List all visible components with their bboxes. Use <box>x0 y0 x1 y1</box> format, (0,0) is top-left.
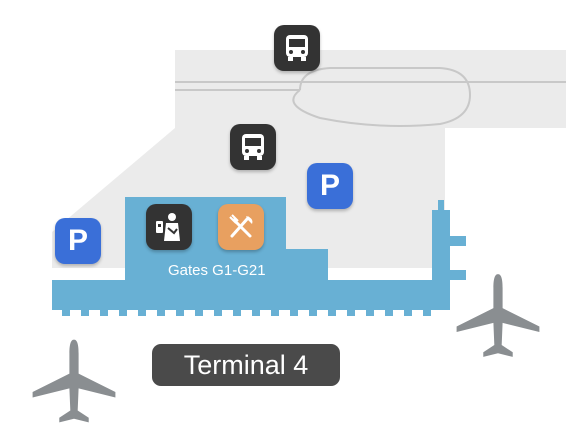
airplane-icon <box>456 274 540 357</box>
gate-finger <box>404 306 412 316</box>
gate-finger <box>62 306 70 316</box>
airplane-icon <box>32 339 116 423</box>
terminal-building <box>52 197 466 310</box>
gates-label: Gates G1-G21 <box>168 262 266 279</box>
gate-finger <box>252 306 260 316</box>
gate-finger <box>385 306 393 316</box>
gate-finger <box>176 306 184 316</box>
parking-icon: P <box>319 169 340 202</box>
terminal-name-label: Terminal 4 <box>152 344 340 386</box>
gate-finger <box>423 306 431 316</box>
bus-stop-south[interactable] <box>230 124 276 170</box>
parking-west[interactable]: P <box>55 218 101 264</box>
gate-finger <box>366 306 374 316</box>
security-checkpoint[interactable] <box>146 204 192 250</box>
gate-finger <box>195 306 203 316</box>
gate-finger <box>138 306 146 316</box>
gate-finger <box>157 306 165 316</box>
bus-stop-north[interactable] <box>274 25 320 71</box>
terminal-name: Terminal 4 <box>183 349 309 380</box>
gate-finger <box>100 306 108 316</box>
gate-fingers <box>62 306 431 316</box>
restaurant-icon <box>229 214 253 238</box>
security-checkpoint-icon <box>156 213 180 241</box>
restaurant[interactable] <box>218 204 264 250</box>
parking-icon: P <box>67 224 88 257</box>
road <box>175 67 566 127</box>
gate-finger <box>233 306 241 316</box>
bus-icon <box>286 35 308 61</box>
gate-finger <box>347 306 355 316</box>
gate-finger <box>214 306 222 316</box>
parking-east[interactable]: P <box>307 163 353 209</box>
gate-finger <box>328 306 336 316</box>
gate-finger <box>309 306 317 316</box>
gate-finger <box>271 306 279 316</box>
gate-finger <box>290 306 298 316</box>
gate-finger <box>81 306 89 316</box>
bus-icon <box>242 134 264 160</box>
gate-finger <box>119 306 127 316</box>
